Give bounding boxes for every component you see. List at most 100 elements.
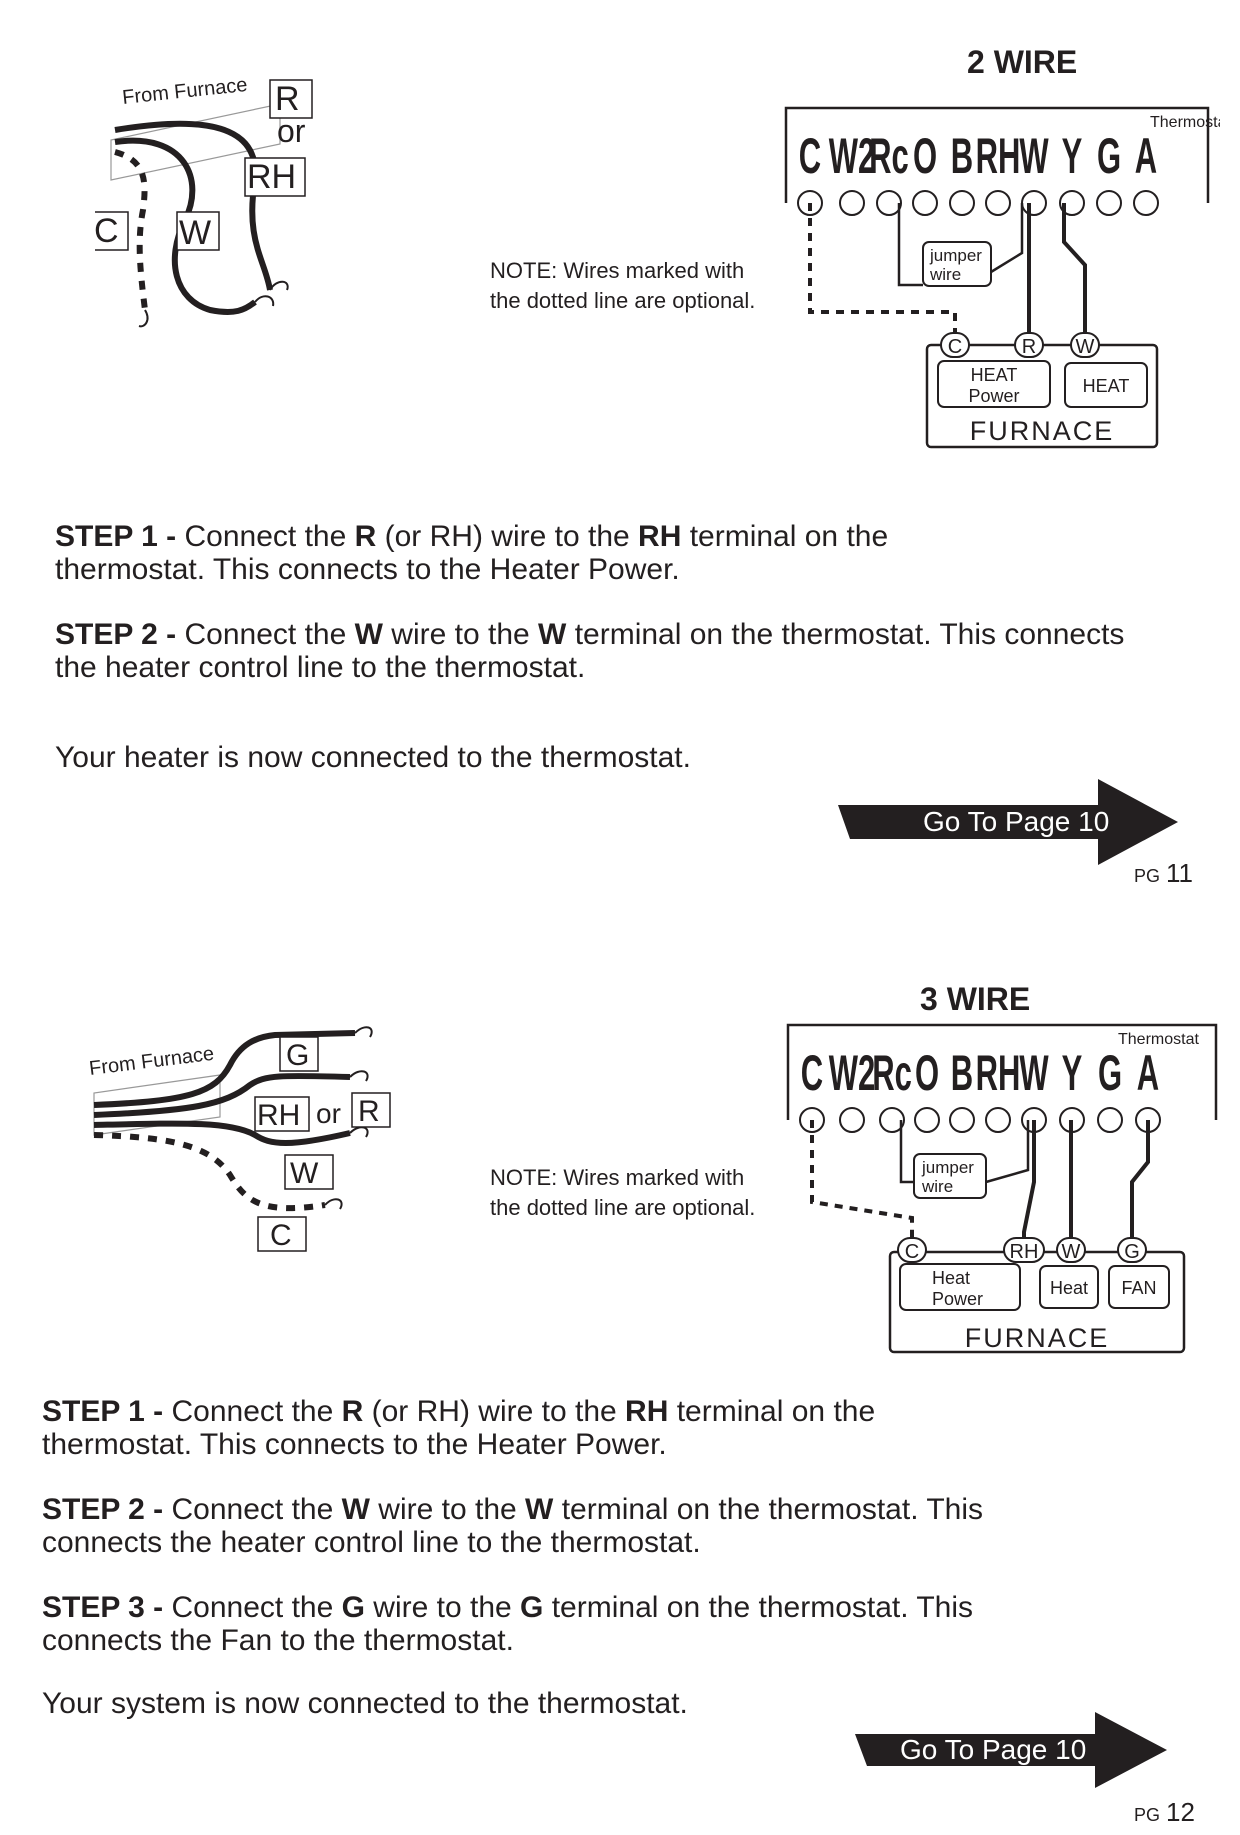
terminal-label-g: G (1098, 1044, 1122, 1100)
furnace-terminal-g (1117, 1237, 1147, 1263)
step-text: terminal on the thermostat. This connect… (42, 1493, 983, 1559)
step-text: (or RH) wire to the (376, 520, 639, 553)
heat-box-label: Heat (1050, 1278, 1088, 1298)
g-label: G (286, 1039, 309, 1072)
heat-power-label-1: Heat (932, 1268, 970, 1288)
step-label: STEP 3 - (42, 1591, 164, 1624)
terminal-label-a: A (1137, 1044, 1159, 1100)
terminal-label-y: Y (1062, 127, 1083, 183)
step-text: Connect the (163, 1395, 342, 1428)
step-label: STEP 2 - (55, 618, 177, 651)
go-to-page-10-arrow-bottom[interactable]: Go To Page 10 (855, 1712, 1167, 1788)
furnace-terminal-label-rh: RH (1010, 1241, 1039, 1263)
two-wire-optional-note: NOTE: Wires marked with the dotted line … (490, 256, 755, 316)
rh-label: RH (257, 1099, 300, 1132)
c-wire-optional (808, 203, 957, 340)
step-text: Connect the (163, 1591, 342, 1624)
w-wire-hook (349, 1126, 369, 1138)
terminal-screw-rh (985, 1107, 1011, 1133)
thermostat-outline (784, 106, 1210, 203)
w-wire (114, 137, 257, 315)
thermostat-outline (786, 1023, 1218, 1120)
furnace-terminal-w (1070, 332, 1100, 358)
terminal-label-c: C (801, 1044, 823, 1100)
rh-label-box (244, 157, 306, 197)
c-wire-optional (93, 1132, 326, 1212)
terminal-label-rc: Rc (869, 127, 909, 183)
furnace-terminal-label-c: C (905, 1241, 919, 1263)
furnace-terminal-label-w: W (1062, 1241, 1081, 1263)
furnace-terminal-rh (1003, 1237, 1045, 1263)
heat-box-label: HEAT (1083, 376, 1130, 396)
terminal-label-w2: W2 (829, 1044, 875, 1100)
step-1-instruction: STEP 1 - Connect the R (or RH) wire to t… (42, 1395, 1002, 1461)
two-wire-conclusion: Your heater is now connected to the ther… (55, 741, 691, 774)
fan-box (1108, 1265, 1170, 1309)
jumper-wire-right (990, 203, 1024, 274)
terminal-label-rh: RH (976, 127, 1021, 183)
three-wire-furnace-wires-illustration: From Furnace G RH or R W C (88, 1026, 391, 1252)
step-text: wire to the (382, 618, 539, 651)
two-wire-furnace-wires-illustration: From Furnace R or RH C W (95, 74, 313, 328)
heat-power-label-2: Power (968, 386, 1019, 406)
w-wire (93, 1120, 351, 1146)
rh-wire (93, 1072, 351, 1118)
terminal-screw-g (1096, 190, 1122, 216)
terminal-label-rc: Rc (872, 1044, 912, 1100)
furnace-terminal-r (1014, 332, 1044, 358)
terminal-label-w: W (1019, 127, 1049, 183)
furnace-label: FURNACE (965, 1323, 1110, 1353)
pg-number: 12 (1166, 1797, 1195, 1827)
step-3-instruction: STEP 3 - Connect the G wire to the G ter… (42, 1591, 1062, 1657)
jumper-label-1: jumper (929, 246, 982, 265)
terminal-screw-rc (876, 190, 902, 216)
pg-number: 11 (1166, 858, 1194, 888)
pg-label: PG (1134, 866, 1161, 886)
furnace-terminal-c (940, 332, 970, 358)
terminal-screw-o (912, 190, 938, 216)
r-wire-hook (269, 280, 289, 291)
furnace-terminal-c (897, 1237, 927, 1263)
step-text: (or RH) wire to the (363, 1395, 626, 1428)
step-2-instruction: STEP 2 - Connect the W wire to the W ter… (55, 618, 1135, 684)
furnace-terminal-w (1056, 1237, 1086, 1263)
terminal-label-o: O (915, 1044, 939, 1100)
jumper-wire-box (922, 241, 992, 287)
furnace-terminal-label-c: C (948, 336, 962, 358)
go-to-page-label: Go To Page 10 (900, 1734, 1087, 1765)
jumper-wire-right (985, 1120, 1030, 1184)
g-wire-hook (354, 1026, 373, 1038)
terminal-screw-b (949, 190, 975, 216)
furnace-label: FURNACE (970, 416, 1115, 446)
go-to-page-10-arrow-top[interactable]: Go To Page 10 (838, 779, 1178, 865)
terminal-label-b: B (951, 127, 973, 183)
step-wire-name: W (341, 1493, 370, 1526)
c-label-box (95, 211, 129, 251)
step-terminal-name: RH (625, 1395, 669, 1428)
terminal-label-rh: RH (976, 1044, 1021, 1100)
step-label: STEP 1 - (42, 1395, 164, 1428)
step-text: Connect the (176, 618, 355, 651)
step-1-instruction: STEP 1 - Connect the R (or RH) wire to t… (55, 520, 1015, 586)
heat-power-label-2: Power (932, 1289, 983, 1309)
w-label-box (176, 211, 220, 251)
terminal-screw-g (1097, 1107, 1123, 1133)
step-text: Connect the (163, 1493, 342, 1526)
r-label-box (269, 79, 313, 119)
furnace-terminal-label-w: W (1076, 336, 1095, 358)
arrow-right-icon (855, 1712, 1167, 1788)
terminal-label-w2: W2 (829, 127, 875, 183)
rh-wire-hook (349, 1070, 369, 1082)
terminal-screw-o (914, 1107, 940, 1133)
g-wire (93, 1030, 356, 1108)
terminal-label-a: A (1135, 127, 1157, 183)
terminal-screw-rc (879, 1107, 905, 1133)
step-terminal-name: RH (638, 520, 682, 553)
step-terminal-name: G (520, 1591, 544, 1624)
step-wire-name: R (354, 520, 377, 553)
terminal-label-o: O (913, 127, 937, 183)
